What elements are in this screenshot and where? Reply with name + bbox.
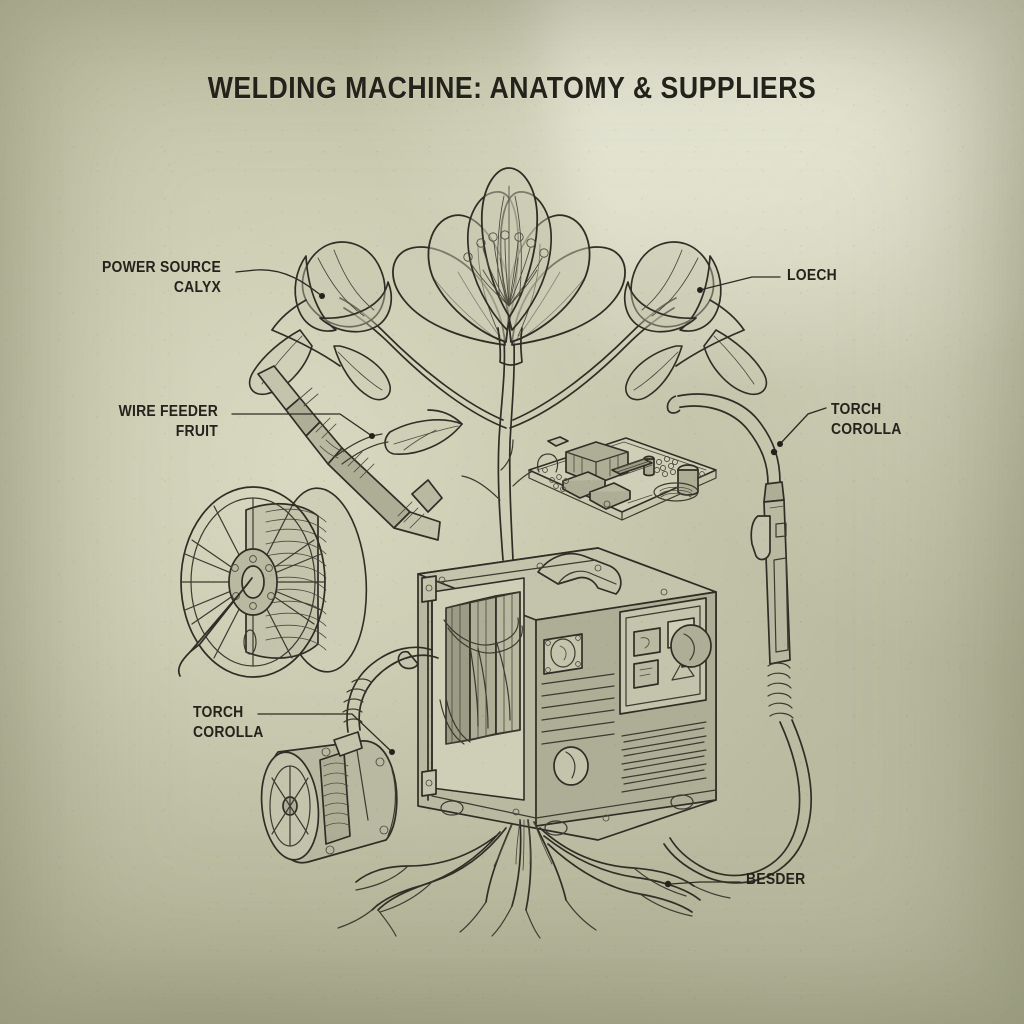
board-chip-grid <box>653 455 679 478</box>
board-coil-lines <box>659 486 693 498</box>
leader-lines <box>231 269 827 885</box>
label-line-1: LOECH <box>787 267 837 284</box>
page-title: WELDING MACHINE: ANATOMY & SUPPLIERS <box>207 70 817 105</box>
label-torch-corolla-left: TORCH COROLLA <box>193 703 264 743</box>
label-line-2: COROLLA <box>831 421 902 438</box>
side-vents <box>541 673 615 745</box>
plant-stem <box>461 339 553 561</box>
label-line-2: FRUIT <box>175 423 218 440</box>
label-wire-feeder-fruit: WIRE FEEDER FRUIT <box>22 402 218 442</box>
plant-branches <box>339 297 677 429</box>
label-power-source-calyx: POWER SOURCE CALYX <box>22 258 221 298</box>
motor-windings <box>323 762 351 827</box>
leader-wire-feeder-fruit <box>231 413 373 437</box>
internal-wiring <box>439 617 523 745</box>
label-loech: LOECH <box>787 266 837 286</box>
label-line-2: COROLLA <box>193 724 264 741</box>
leader-torch-corolla-left <box>257 713 393 753</box>
board-small-components <box>549 474 569 492</box>
central-flower <box>392 167 626 366</box>
front-vents <box>621 721 707 793</box>
left-bud <box>248 241 393 401</box>
label-line-1: TORCH <box>831 401 882 418</box>
torch-strain-relief <box>767 662 794 719</box>
motor-cable-coil <box>342 678 372 723</box>
flower-stamens <box>463 230 549 307</box>
motor-fan-spokes <box>271 765 309 847</box>
leader-power-source-calyx <box>235 269 323 297</box>
leader-torch-corolla-right <box>779 407 827 445</box>
wire-feeder-tool <box>257 365 443 541</box>
circuit-board <box>528 436 717 521</box>
label-line-1: TORCH <box>193 704 244 721</box>
label-besder: BESDER <box>746 870 805 890</box>
transformer-core <box>445 591 521 745</box>
control-panel <box>619 597 712 715</box>
leader-loech <box>699 276 781 291</box>
leader-besder <box>669 881 741 885</box>
label-line-1: BESDER <box>746 871 806 888</box>
detached-leaf <box>384 409 463 455</box>
wire-spool <box>177 486 368 678</box>
board-pin-rows <box>614 457 653 477</box>
welding-machine <box>397 547 717 841</box>
root-system <box>337 819 731 939</box>
label-torch-corolla-right: TORCH COROLLA <box>831 400 902 440</box>
label-line-1: WIRE FEEDER <box>118 403 218 420</box>
drive-motor <box>260 646 439 864</box>
welding-torch <box>663 393 813 884</box>
label-line-1: POWER SOURCE <box>102 259 221 276</box>
right-bud <box>623 241 768 401</box>
label-line-2: CALYX <box>173 279 221 296</box>
